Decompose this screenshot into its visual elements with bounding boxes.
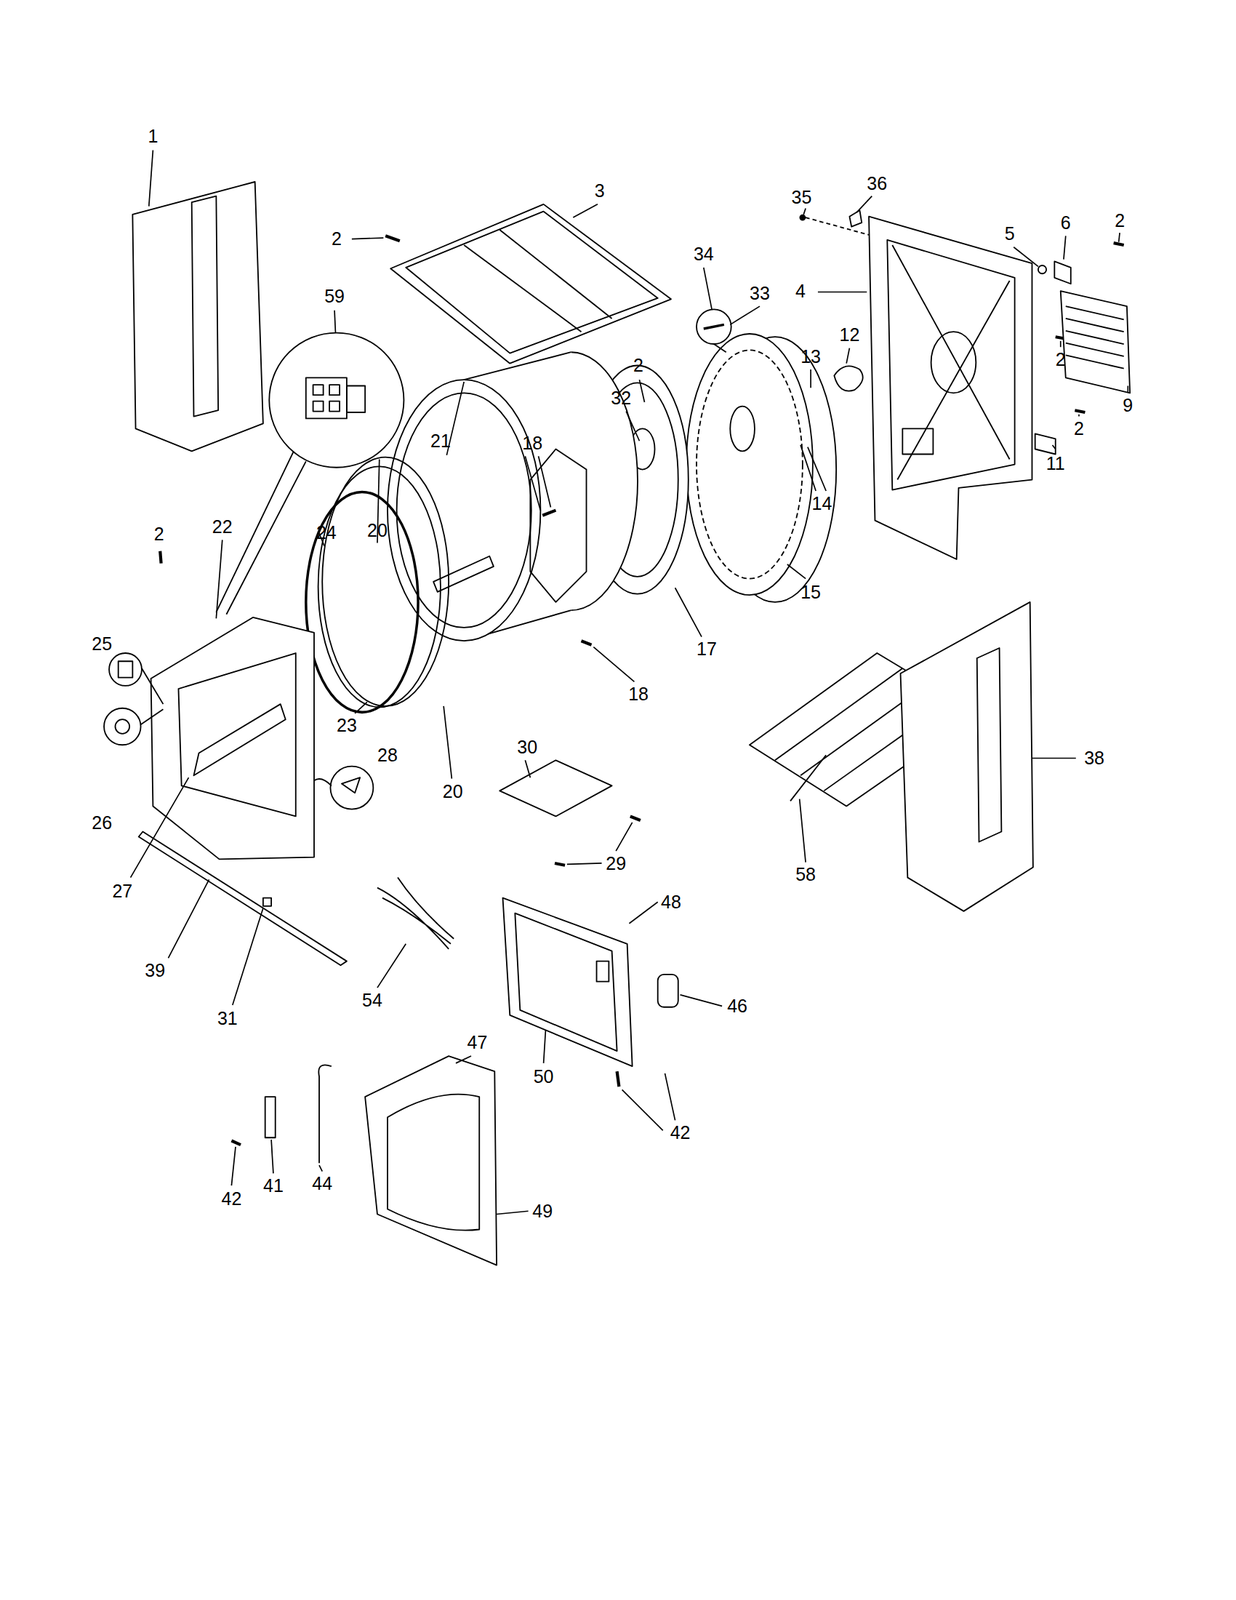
callout-number: 33 — [749, 283, 770, 302]
callout-number: 50 — [533, 1066, 555, 1085]
callout-number: 28 — [377, 745, 398, 764]
callout-number: 2 — [154, 524, 165, 543]
callout-number: 5 — [1004, 224, 1015, 243]
callout-number: 11 — [1046, 453, 1066, 472]
callout-number: 27 — [111, 881, 133, 900]
callout-number: 42 — [221, 1189, 242, 1208]
callout-number: 14 — [812, 493, 833, 512]
callout-number: 30 — [516, 737, 538, 756]
callout-number: 36 — [866, 174, 888, 193]
callout-number: 22 — [212, 516, 233, 536]
callout-number: 18 — [628, 684, 649, 703]
callout-number: 46 — [727, 996, 748, 1015]
callout-number: 32 — [610, 388, 632, 408]
callout-number: 58 — [795, 865, 816, 884]
callout-number: 23 — [336, 716, 357, 735]
callout-number: 39 — [144, 960, 166, 979]
callout-number: 6 — [1060, 213, 1071, 232]
callout-number: 54 — [362, 990, 383, 1009]
callout-number: 2 — [1114, 210, 1125, 230]
callout-number: 44 — [311, 1174, 333, 1193]
callout-number: 24 — [316, 523, 337, 542]
callout-number: 47 — [467, 1033, 488, 1052]
callout-number: 26 — [91, 812, 112, 832]
callout-number: 2 — [331, 229, 342, 248]
callout-number: 15 — [800, 582, 821, 601]
callout-number: 3 — [594, 181, 605, 200]
callout-number: 31 — [217, 1008, 238, 1027]
callout-number: 12 — [839, 325, 860, 344]
callout-number: 29 — [605, 853, 626, 872]
callout-number: 18 — [522, 433, 543, 452]
callout-number: 2 — [1055, 349, 1066, 368]
callout-number: 49 — [532, 1201, 553, 1220]
callout-number: 21 — [430, 431, 451, 450]
callout-number: 17 — [696, 639, 717, 658]
callout-number: 25 — [91, 634, 112, 653]
callout-number: 59 — [324, 286, 345, 305]
callout-number: 35 — [791, 187, 813, 206]
callout-number: 48 — [660, 892, 682, 911]
callout-number: 4 — [795, 281, 806, 300]
callout-number: 41 — [263, 1175, 284, 1194]
callout-number: 2 — [633, 356, 644, 375]
callout-number: 20 — [367, 521, 388, 540]
callout-number: 20 — [442, 782, 464, 801]
callout-number: 1 — [147, 126, 158, 145]
callout-number: 38 — [1084, 748, 1105, 768]
callout-number: 2 — [1073, 419, 1085, 438]
callout-number: 34 — [693, 245, 714, 264]
callout-number: 42 — [670, 1122, 691, 1141]
callout-number: 9 — [1122, 395, 1133, 414]
callout-number: 13 — [800, 346, 821, 365]
